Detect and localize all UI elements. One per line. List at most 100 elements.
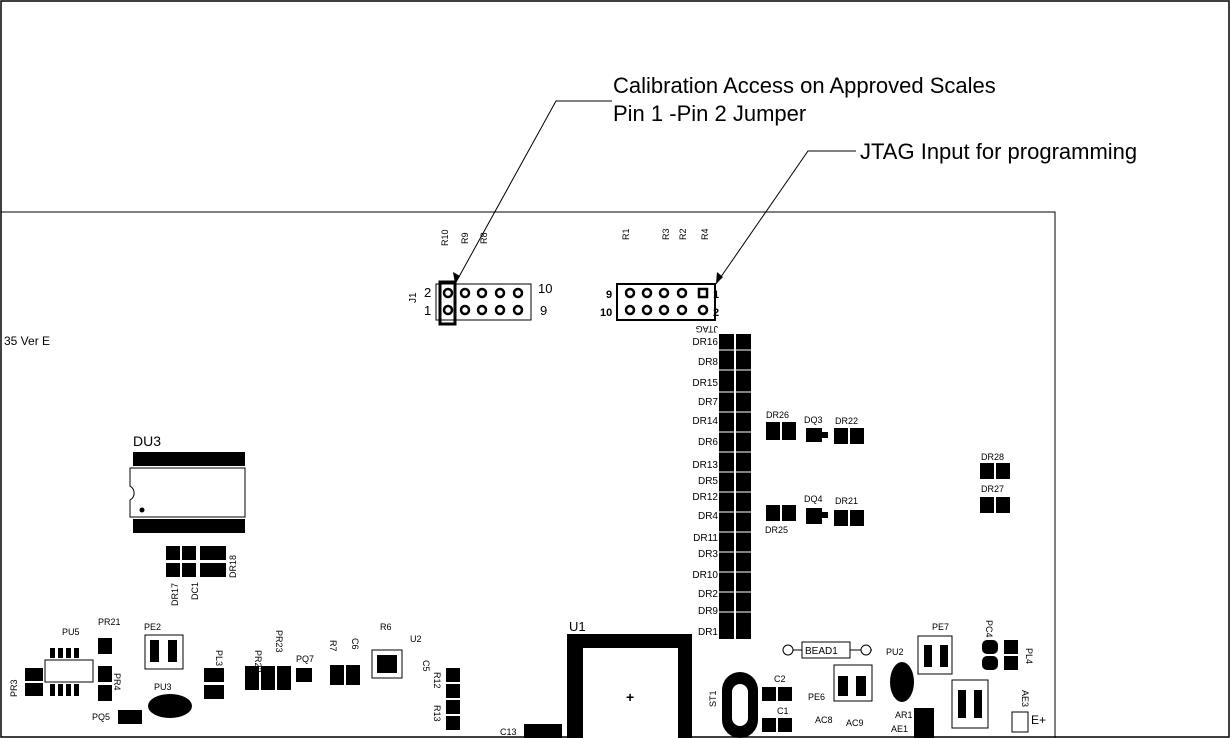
- part-label: C13: [500, 727, 517, 737]
- part-label: ST1: [708, 690, 718, 707]
- calibration-callout-line1: Calibration Access on Approved Scales: [613, 73, 996, 98]
- dr-label: DR11: [693, 533, 718, 544]
- dr-label: DR7: [698, 397, 718, 408]
- dr-label: DR5: [698, 476, 718, 487]
- calibration-leader: [454, 100, 612, 285]
- part-label: AE3: [1020, 690, 1030, 707]
- jtag-leader: [715, 150, 856, 285]
- part-label: AC9: [846, 718, 864, 728]
- jtag-arrowhead: [716, 272, 723, 284]
- dr-label: DR16: [692, 337, 718, 348]
- top-resistor-labels: R10 R9 R8 R1 R3 R2 R4: [440, 228, 710, 246]
- dr-label: DR15: [692, 378, 718, 389]
- dr-label: DR9: [698, 606, 718, 617]
- part-label: R12: [432, 672, 442, 689]
- dr-label: DR1: [698, 627, 718, 638]
- chip-label: DU3: [133, 433, 161, 449]
- part-label: AE1: [891, 724, 908, 734]
- part-label: PU5: [62, 627, 80, 637]
- resistor-label: R9: [460, 232, 470, 244]
- dr-label: DR12: [692, 492, 718, 503]
- resistor-label: R8: [479, 232, 489, 244]
- part-label: PR21: [98, 617, 121, 627]
- part-label: DR21: [835, 496, 858, 506]
- dr-label: DR10: [692, 570, 718, 581]
- dr-pad-dividers: [719, 349, 751, 613]
- part-label: C6: [350, 638, 360, 650]
- part-label: DQ3: [804, 415, 823, 425]
- j1-label: J1: [408, 292, 419, 303]
- resistor-label: R10: [440, 229, 450, 246]
- resistor-label: R1: [621, 228, 631, 240]
- part-label: PE7: [932, 622, 949, 632]
- part-label: PU3: [154, 682, 172, 692]
- jtag-pin10-label: 10: [600, 307, 612, 319]
- part-label: AR1: [895, 710, 913, 720]
- du3-chip: DU3: [129, 433, 246, 533]
- part-label: R13: [432, 705, 442, 722]
- jtag-outline: [616, 283, 716, 321]
- part-label: PR4: [112, 673, 122, 691]
- dr-label: DR2: [698, 589, 718, 600]
- part-label: PL3: [214, 650, 224, 666]
- right-parts: DR26 DQ3 DR22 DQ4 DR21 DR25 DR28 DR27: [765, 410, 1010, 535]
- j1-outline: [435, 283, 532, 321]
- part-label: U1: [569, 619, 586, 634]
- resistor-label: R2: [678, 228, 688, 240]
- j1-pin10-label: 10: [538, 281, 552, 296]
- j1-pins: [442, 287, 524, 316]
- calibration-callout-line2: Pin 1 -Pin 2 Jumper: [613, 101, 807, 126]
- part-label: DR18: [228, 555, 238, 578]
- board-outline: [1, 211, 1056, 738]
- dr-label: DR6: [698, 437, 718, 448]
- svg-text:+: +: [626, 689, 634, 705]
- dr-label: DR14: [692, 416, 718, 427]
- dr-pad-column: [719, 334, 751, 639]
- part-label: DQ4: [804, 494, 823, 504]
- jtag-callout: JTAG Input for programming: [860, 139, 1138, 164]
- part-label: DR27: [981, 484, 1004, 494]
- jtag-label: JTAG: [696, 324, 718, 334]
- part-label: PC4: [984, 620, 994, 638]
- j1-pin9-label: 9: [540, 303, 547, 318]
- part-label: R6: [380, 622, 392, 632]
- jtag-header: 9 10 1 2 JTAG: [600, 283, 719, 334]
- part-label: U2: [410, 634, 422, 644]
- dr-label: DR8: [698, 357, 718, 368]
- dr-label: DR13: [692, 460, 718, 471]
- dr-labels: DR16 DR8 DR15 DR7 DR14 DR6 DR13 DR5 DR12…: [692, 337, 718, 638]
- part-label: DR17: [170, 583, 180, 606]
- part-label: C5: [421, 660, 431, 672]
- part-label: DR22: [835, 416, 858, 426]
- jtag-pins: [624, 287, 709, 316]
- part-label: PR22: [253, 650, 263, 673]
- version-label: 35 Ver E: [4, 334, 50, 348]
- part-label: DC1: [190, 582, 200, 600]
- part-label: PQ7: [296, 654, 314, 664]
- part-label: PQ5: [92, 712, 110, 722]
- part-label: DR25: [765, 525, 788, 535]
- part-label: PL4: [1024, 648, 1034, 664]
- part-label: AC8: [815, 715, 833, 725]
- u1-cluster: U1 + ST1 C2 C1 BEAD1 PE6 PU2 PE7 PC4 PL4…: [567, 619, 1046, 738]
- part-label: BEAD1: [805, 646, 838, 657]
- j1-pin2-label: 2: [424, 285, 431, 300]
- resistor-label: R4: [700, 228, 710, 240]
- pq7-cluster: PR22 PR23 PQ7 R7 C6 R6 U2 C5 R12 R13 C13: [245, 622, 562, 738]
- dr-label: DR4: [698, 511, 718, 522]
- part-label: PU2: [886, 647, 904, 657]
- part-label: PE6: [808, 692, 825, 702]
- jtag-pin1-label: 1: [713, 289, 719, 301]
- j1-jumper-marker: [438, 280, 457, 326]
- resistor-label: R3: [661, 228, 671, 240]
- part-label: PR3: [9, 679, 19, 697]
- jtag-pin9-label: 9: [606, 289, 612, 301]
- part-label: DR26: [766, 410, 789, 420]
- part-label: PR23: [274, 630, 284, 653]
- dr17-dr18-parts: DR18 DR17 DC1: [166, 546, 238, 606]
- part-label: DR28: [981, 452, 1004, 462]
- jtag-pin2-label: 2: [713, 307, 719, 319]
- part-label: PE2: [144, 622, 161, 632]
